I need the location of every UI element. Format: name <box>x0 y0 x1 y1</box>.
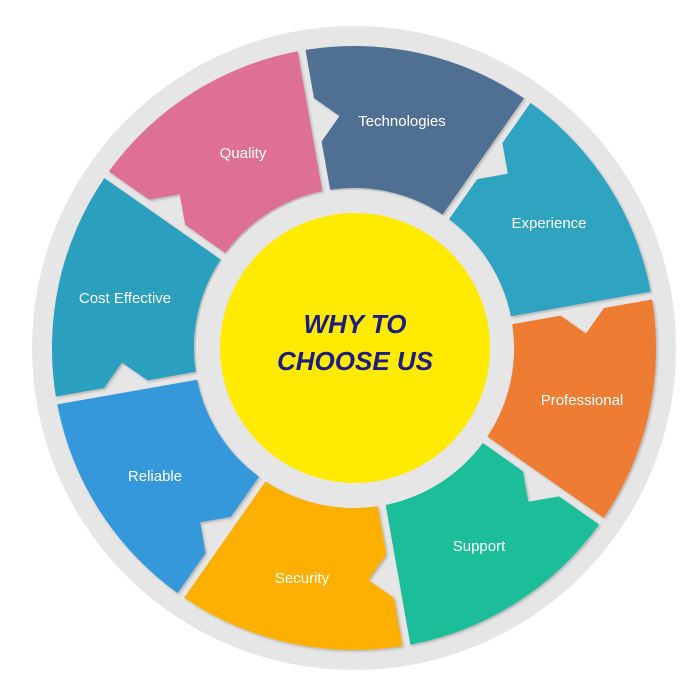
segment-support: Support <box>385 443 600 645</box>
segment-label-reliable: Reliable <box>128 468 182 485</box>
segments-ring: Quality TechnologiesExperienceProfessiona… <box>51 45 657 651</box>
segment-cost-effective: Cost Effective <box>51 178 221 397</box>
segment-reliable: Reliable <box>57 379 259 594</box>
center-hub <box>220 213 490 483</box>
segment-technologies: Technologies <box>305 45 524 215</box>
segment-shape-quality <box>108 51 323 253</box>
segment-shape-professional <box>487 299 657 518</box>
segment-label-security: Security <box>275 570 330 587</box>
segment-shape-cost-effective <box>51 178 221 397</box>
segment-label-technologies: Technologies <box>358 113 446 130</box>
segment-shape-technologies <box>305 45 524 215</box>
segment-label-experience: Experience <box>511 215 586 232</box>
segment-label-quality: Quality <box>220 145 267 162</box>
segment-label-cost-effective: Cost Effective <box>79 290 171 307</box>
center-title-line-1: WHY TO <box>303 309 406 339</box>
segment-professional: Professional <box>487 299 657 518</box>
segment-shape-reliable <box>57 379 259 594</box>
segment-shape-security <box>184 481 403 651</box>
segment-shape-experience <box>449 102 651 317</box>
segment-security: Security <box>184 481 403 651</box>
segment-quality: Quality <box>108 51 323 253</box>
center-title-line-2: CHOOSE US <box>277 346 434 376</box>
segment-shape-support <box>385 443 600 645</box>
segment-experience: Experience <box>449 102 651 317</box>
segment-label-support: Support <box>453 538 506 555</box>
segment-label-professional: Professional <box>541 392 624 409</box>
